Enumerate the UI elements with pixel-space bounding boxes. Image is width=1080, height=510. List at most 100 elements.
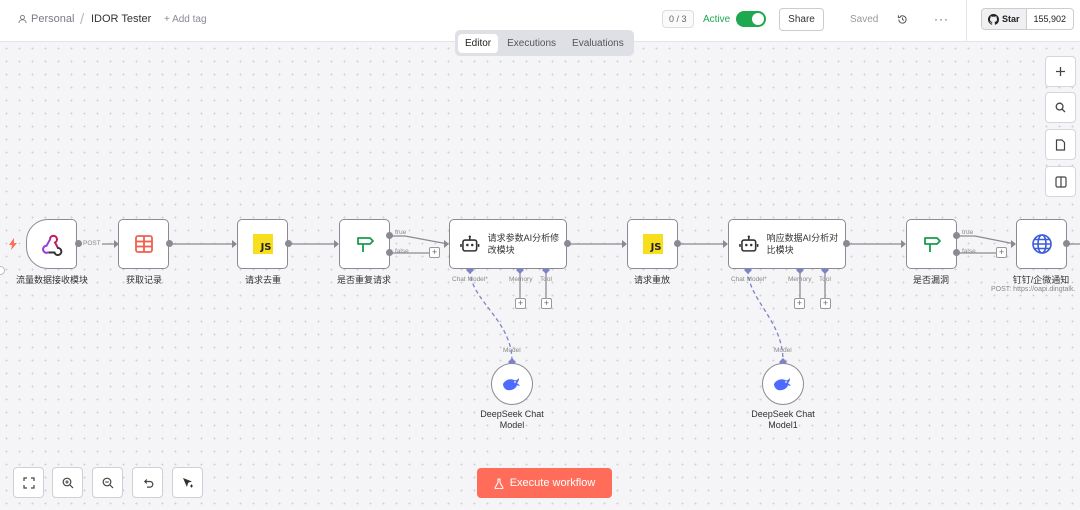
node-ai-modify-title: 请求参数AI分析修改模块 (487, 233, 560, 255)
true-branch-label: true (395, 229, 407, 236)
panel-icon (1054, 175, 1067, 188)
add-tool-button[interactable]: + (541, 298, 552, 309)
chat-model-port-label: Chat Model* (452, 276, 488, 283)
add-node-button[interactable]: + (429, 247, 440, 258)
webhook-icon (41, 234, 62, 256)
memory-port-label: Memory (509, 276, 533, 283)
zoom-out-button[interactable] (92, 467, 123, 498)
add-node-panel-button[interactable] (1045, 56, 1076, 87)
active-label: Active (703, 13, 731, 25)
github-star-button[interactable]: Star 155,902 (981, 8, 1075, 30)
output-handle[interactable] (1063, 240, 1070, 247)
model-port-label: Model (774, 347, 792, 354)
node-ai-compare-agent[interactable]: 响应数据AI分析对比模块 (728, 219, 846, 269)
search-nodes-button[interactable] (1045, 92, 1076, 123)
workflow-canvas[interactable] (0, 42, 1080, 510)
execution-counter: 0 / 3 (662, 10, 694, 28)
view-tabs: Editor Executions Evaluations (455, 30, 634, 56)
model-port-label: Model (503, 347, 521, 354)
add-tag-button[interactable]: + Add tag (164, 13, 207, 25)
node-notify[interactable] (1016, 219, 1067, 269)
add-tool-button[interactable]: + (820, 298, 831, 309)
node-dedupe-label: 请求去重 (244, 275, 282, 285)
cursor-sparkle-icon (183, 478, 193, 488)
node-is-vuln-label: 是否漏洞 (912, 275, 950, 285)
node-notify-sublabel: POST: https://oapi.dingtalk. (991, 286, 1076, 293)
node-deepseek-label-2: Model (499, 420, 525, 430)
github-star-label: Star (1002, 14, 1020, 24)
undo-button[interactable] (132, 467, 163, 498)
share-button[interactable]: Share (779, 8, 824, 31)
output-handle[interactable] (843, 240, 850, 247)
more-menu-icon[interactable]: ··· (934, 12, 949, 26)
fit-view-button[interactable] (13, 467, 44, 498)
signpost-icon (923, 237, 941, 252)
plus-icon (1056, 67, 1065, 76)
divider (966, 0, 967, 42)
tidy-up-button[interactable] (172, 467, 203, 498)
true-output-handle[interactable] (953, 232, 960, 239)
fit-view-icon (22, 476, 35, 489)
tool-port-label: Tool (819, 276, 831, 283)
node-ai-compare-title: 响应数据AI分析对比模块 (766, 233, 839, 255)
history-icon[interactable] (897, 0, 908, 38)
node-deepseek-chat-model-1[interactable] (762, 363, 804, 405)
node-deepseek-chat-model[interactable] (491, 363, 533, 405)
chat-model-port-label: Chat Model* (731, 276, 767, 283)
globe-icon (1031, 234, 1052, 254)
toggle-panel-button[interactable] (1045, 166, 1076, 197)
deepseek-whale-icon (503, 378, 520, 391)
trigger-bolt-icon (9, 238, 17, 250)
node-dedupe[interactable]: JS (237, 219, 288, 269)
breadcrumb-project[interactable]: Personal (18, 0, 74, 38)
node-replay[interactable]: JS (627, 219, 678, 269)
output-handle[interactable] (285, 240, 292, 247)
js-icon: JS (642, 234, 663, 254)
note-icon (1055, 138, 1066, 151)
execute-workflow-button[interactable]: Execute workflow (477, 468, 612, 498)
add-node-button[interactable]: + (996, 247, 1007, 258)
node-is-duplicate[interactable] (339, 219, 390, 269)
zoom-in-icon (62, 477, 73, 488)
output-handle[interactable] (75, 240, 82, 247)
deepseek-whale-icon (774, 378, 791, 391)
user-icon (18, 14, 27, 24)
post-connection-label: POST (82, 240, 102, 247)
tab-evaluations[interactable]: Evaluations (572, 37, 624, 49)
tool-port-label: Tool (540, 276, 552, 283)
robot-icon (460, 235, 480, 252)
false-output-handle[interactable] (386, 249, 393, 256)
github-star-count: 155,902 (1033, 14, 1067, 24)
output-handle[interactable] (166, 240, 173, 247)
output-handle[interactable] (674, 240, 681, 247)
node-deepseek1-label-2: Model1 (768, 420, 798, 430)
canvas-left-handle[interactable] (0, 266, 5, 275)
node-is-vuln[interactable] (906, 219, 957, 269)
breadcrumb-project-label: Personal (31, 13, 75, 25)
memory-port-label: Memory (788, 276, 812, 283)
tab-editor[interactable]: Editor (458, 33, 499, 53)
zoom-out-icon (102, 477, 113, 488)
node-webhook[interactable] (26, 219, 77, 269)
add-memory-button[interactable]: + (794, 298, 805, 309)
node-webhook-label: 流量数据接收模块 (15, 275, 89, 285)
workflow-title[interactable]: IDOR Tester (91, 13, 152, 25)
breadcrumb-separator: / (80, 10, 85, 28)
undo-icon (143, 478, 153, 488)
tab-executions[interactable]: Executions (507, 37, 557, 49)
active-toggle[interactable] (736, 11, 766, 27)
zoom-in-button[interactable] (52, 467, 83, 498)
search-icon (1055, 102, 1066, 113)
node-get-records[interactable] (118, 219, 169, 269)
true-output-handle[interactable] (386, 232, 393, 239)
node-replay-label: 请求重放 (633, 275, 671, 285)
true-branch-label: true (962, 229, 974, 236)
node-get-records-label: 获取记录 (125, 275, 163, 285)
false-branch-label: false (962, 248, 976, 255)
sticky-note-button[interactable] (1045, 129, 1076, 160)
output-handle[interactable] (564, 240, 571, 247)
false-output-handle[interactable] (953, 249, 960, 256)
js-icon: JS (252, 234, 273, 254)
node-ai-modify-agent[interactable]: 请求参数AI分析修改模块 (449, 219, 567, 269)
add-memory-button[interactable]: + (515, 298, 526, 309)
